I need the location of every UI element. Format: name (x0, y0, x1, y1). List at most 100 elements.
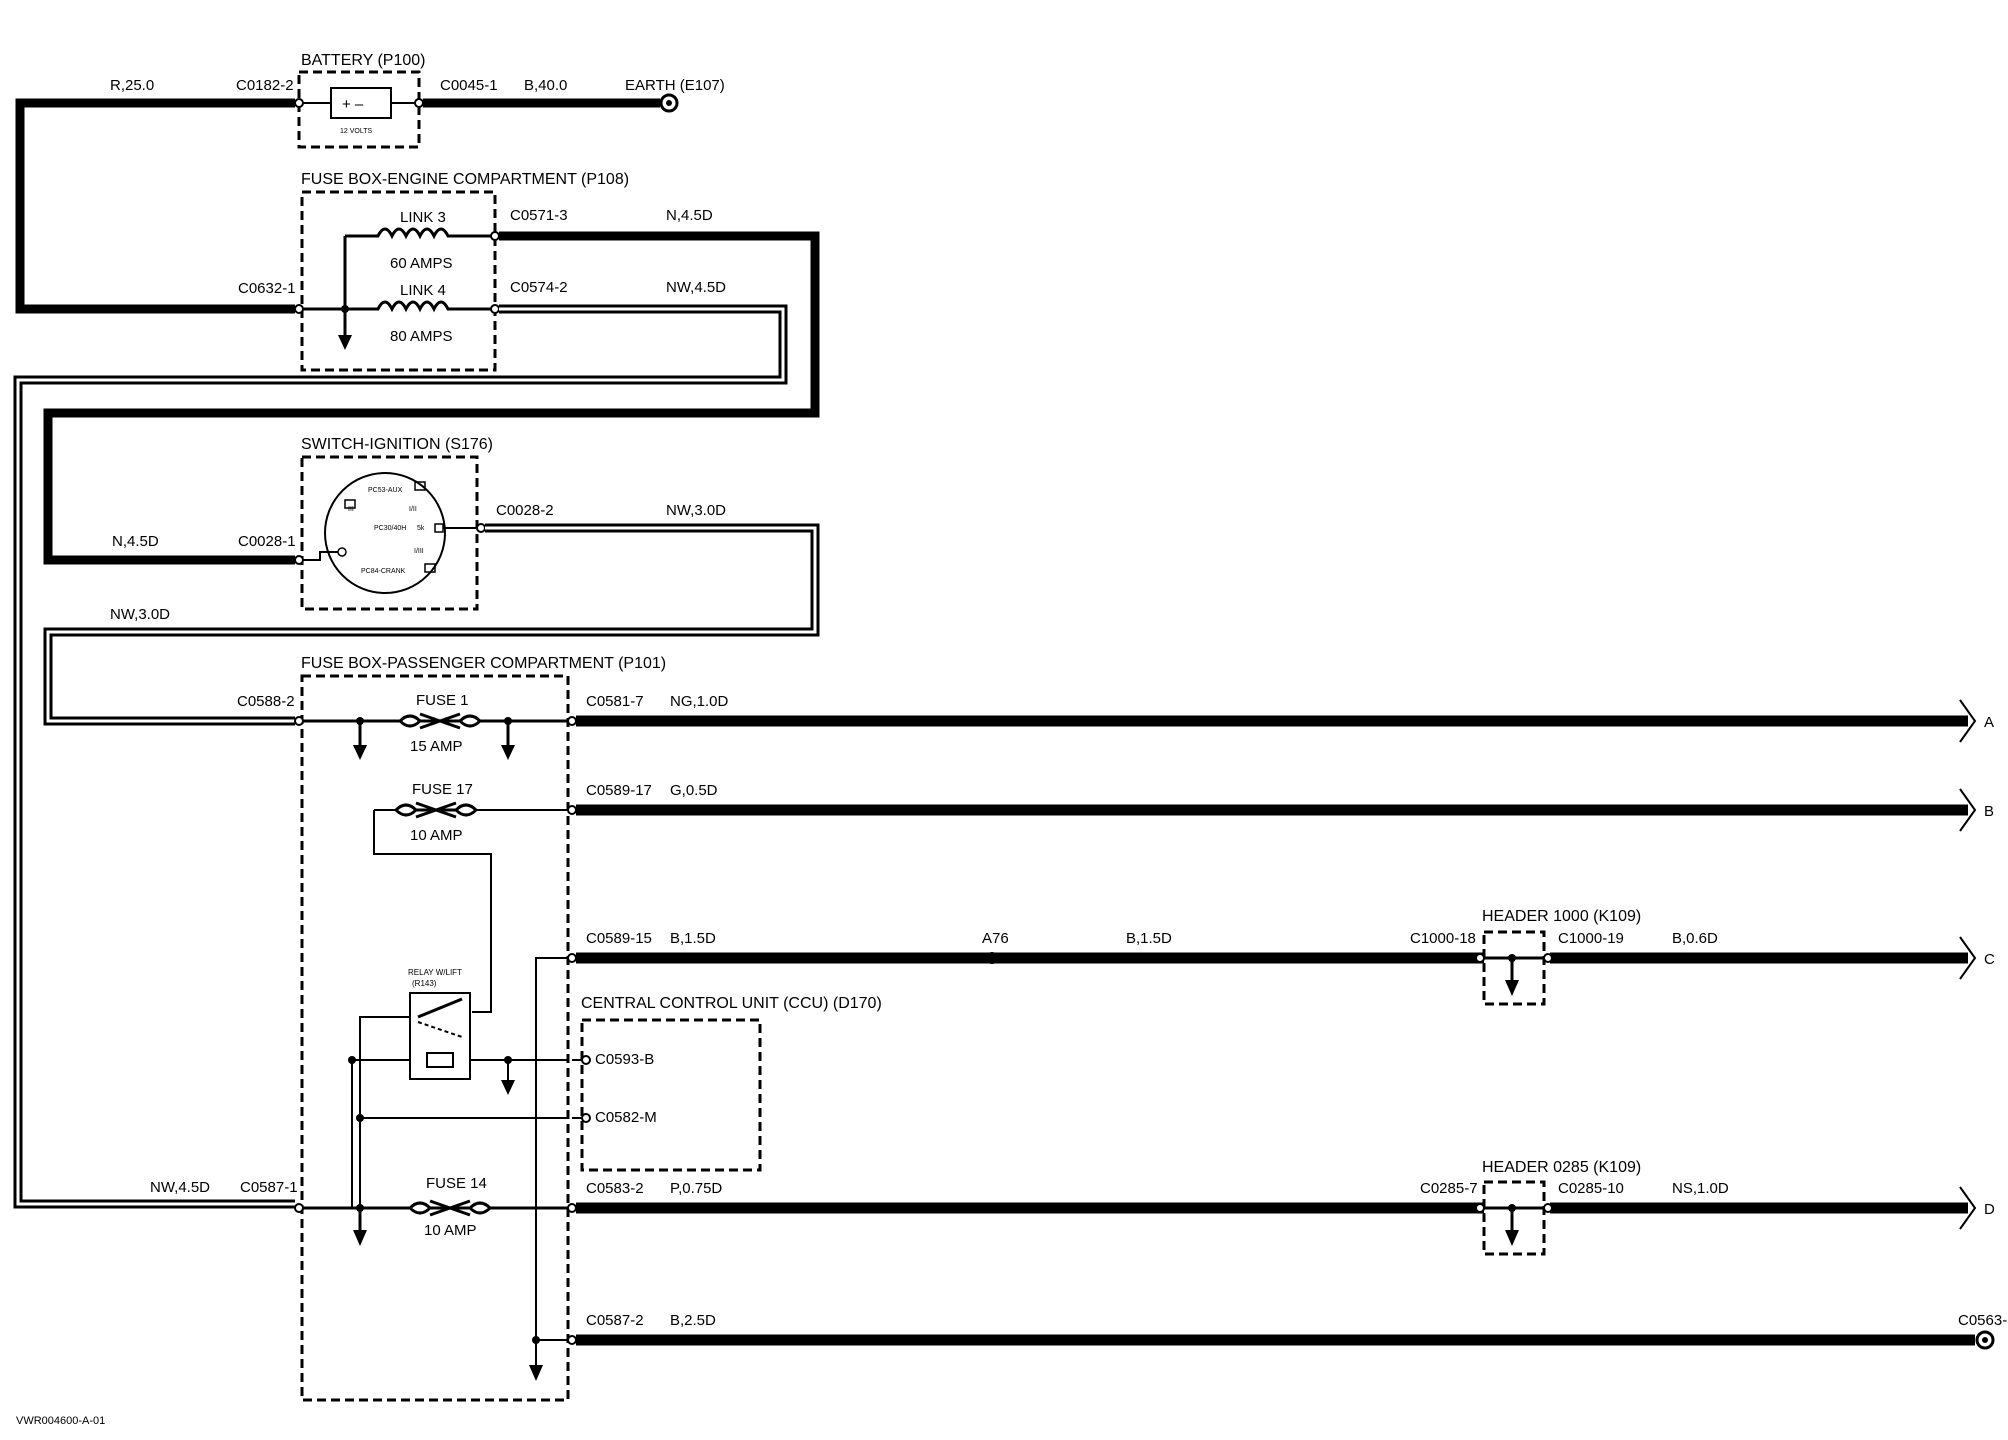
connector-label: C0589-15 (586, 930, 652, 947)
splice-label: A76 (982, 930, 1009, 947)
connector-label: C0632-1 (238, 280, 296, 297)
connector-label: C0588-2 (237, 693, 295, 710)
link4-rating: 80 AMPS (390, 328, 453, 345)
header-0285: HEADER 0285 (K109) (1475, 1159, 1641, 1256)
terminal (414, 98, 424, 108)
wire-label: B,1.5D (670, 930, 716, 947)
fusebox-engine: FUSE BOX-ENGINE COMPARTMENT (P108) LINK … (294, 171, 629, 372)
ground-arrow-icon (353, 745, 367, 760)
battery-note: 12 VOLTS (340, 128, 372, 135)
connector-label: C0589-17 (586, 782, 652, 799)
pin-label: PC30/40H (374, 525, 406, 532)
link3-rating: 60 AMPS (390, 255, 453, 272)
connector-label: EARTH (E107) (625, 77, 725, 94)
splice-a76 (986, 952, 998, 964)
wire-label: G,0.5D (670, 782, 718, 799)
wire-label: B,40.0 (524, 77, 567, 94)
fuse17-rating: 10 AMP (410, 827, 463, 844)
relay-icon (409, 992, 471, 1080)
output-label-c: C (1984, 951, 1995, 968)
ccu: CENTRAL CONTROL UNIT (CCU) (D170) C0593-… (572, 995, 882, 1172)
wire-label: NW,4.5D (666, 279, 726, 296)
wire-label: NW,3.0D (110, 606, 170, 623)
connector-label: C0285-10 (1558, 1180, 1624, 1197)
header0285-title: HEADER 0285 (K109) (1482, 1159, 1641, 1176)
wire-label: N,4.5D (112, 533, 159, 550)
connector-label: C0587-2 (586, 1312, 644, 1329)
output-label-d: D (1984, 1201, 1995, 1218)
wire-label: P,0.75D (670, 1180, 722, 1197)
pin-label: PC84-CRANK (361, 568, 406, 575)
ccu-title: CENTRAL CONTROL UNIT (CCU) (D170) (581, 995, 882, 1012)
pin-label: I/II (409, 506, 417, 513)
pin-label: PC53-AUX (368, 487, 403, 494)
connector-label: C0028-2 (496, 502, 554, 519)
fusebox-passenger-title: FUSE BOX-PASSENGER COMPARTMENT (P101) (301, 655, 666, 672)
battery-title: BATTERY (P100) (301, 52, 426, 69)
battery-box (297, 70, 421, 149)
connector-label: C0045-1 (440, 77, 498, 94)
fusebox-engine-box (300, 190, 497, 372)
switch-ignition-title: SWITCH-IGNITION (S176) (301, 436, 493, 453)
terminal (294, 98, 304, 108)
wire-label: B,0.6D (1672, 930, 1718, 947)
output-label-b: B (1984, 803, 1994, 820)
output-arrow-icon (1959, 699, 1977, 1230)
wire-label: NG,1.0D (670, 693, 729, 710)
connector-label: C0028-1 (238, 533, 296, 550)
ground-arrow-icon (501, 745, 515, 760)
header-1000: HEADER 1000 (K109) (1475, 908, 1641, 1006)
battery-polarity: + – (342, 96, 364, 113)
fusebox-engine-title: FUSE BOX-ENGINE COMPARTMENT (P108) (301, 171, 629, 188)
pin-label: 5k (417, 525, 425, 532)
ground-arrow-icon (353, 1230, 367, 1246)
wire-label: B,2.5D (670, 1312, 716, 1329)
fuse14-rating: 10 AMP (424, 1222, 477, 1239)
switch-ignition-box (300, 455, 479, 611)
fusebox-passenger: FUSE BOX-PASSENGER COMPARTMENT (P101) FU… (294, 655, 666, 1402)
fuse14-label: FUSE 14 (426, 1175, 487, 1192)
connector-label: C0593-B (595, 1051, 654, 1068)
wire-label: NW,4.5D (150, 1179, 210, 1196)
link3-fusible-icon (345, 227, 495, 240)
connector-label: C0582-M (595, 1109, 657, 1126)
battery: BATTERY (P100) + – 12 VOLTS (294, 52, 426, 149)
link4-fusible-icon (302, 300, 495, 313)
connector-label: C1000-18 (1410, 930, 1476, 947)
pin-label: III (348, 506, 354, 513)
connector-label: C0583-2 (586, 1180, 644, 1197)
switch-ignition: SWITCH-IGNITION (S176) PC53-AUX III I/II… (294, 436, 493, 611)
ground-arrow-icon (529, 1365, 543, 1381)
connector-label: C0574-2 (510, 279, 568, 296)
fuse1-label: FUSE 1 (416, 692, 469, 709)
header1000-title: HEADER 1000 (K109) (1482, 908, 1641, 925)
fuse17-label: FUSE 17 (412, 781, 473, 798)
ground-arrow-icon (1505, 980, 1519, 996)
relay-label: RELAY W/LIFT (408, 968, 462, 977)
wire-label: R,25.0 (110, 77, 154, 94)
drawing-code: VWR004600-A-01 (16, 1415, 105, 1427)
link4-label: LINK 4 (400, 282, 446, 299)
pin-label: I/III (414, 548, 424, 555)
ignition-switch-icon (324, 472, 446, 594)
connector-label: C0581-7 (586, 693, 644, 710)
connector-label: C0182-2 (236, 77, 294, 94)
wire-label: NS,1.0D (1672, 1180, 1729, 1197)
connector-label: C0563-1 (1958, 1312, 2008, 1329)
ccu-box (580, 1018, 762, 1172)
wire-label: NW,3.0D (666, 502, 726, 519)
ground-arrow-icon (501, 1080, 515, 1095)
wire-n45 (43, 231, 820, 565)
fuse1-rating: 15 AMP (410, 738, 463, 755)
fusebox-passenger-box (300, 674, 570, 1402)
ground-arrow-icon (1505, 1230, 1519, 1246)
connector-label: C0571-3 (510, 207, 568, 224)
relay-id: (R143) (412, 979, 437, 988)
connector-label: C0587-1 (240, 1179, 298, 1196)
wire-label: B,1.5D (1126, 930, 1172, 947)
connector-label: C1000-19 (1558, 930, 1624, 947)
link3-label: LINK 3 (400, 209, 446, 226)
connector-label: C0285-7 (1420, 1180, 1478, 1197)
wire-label: N,4.5D (666, 207, 713, 224)
